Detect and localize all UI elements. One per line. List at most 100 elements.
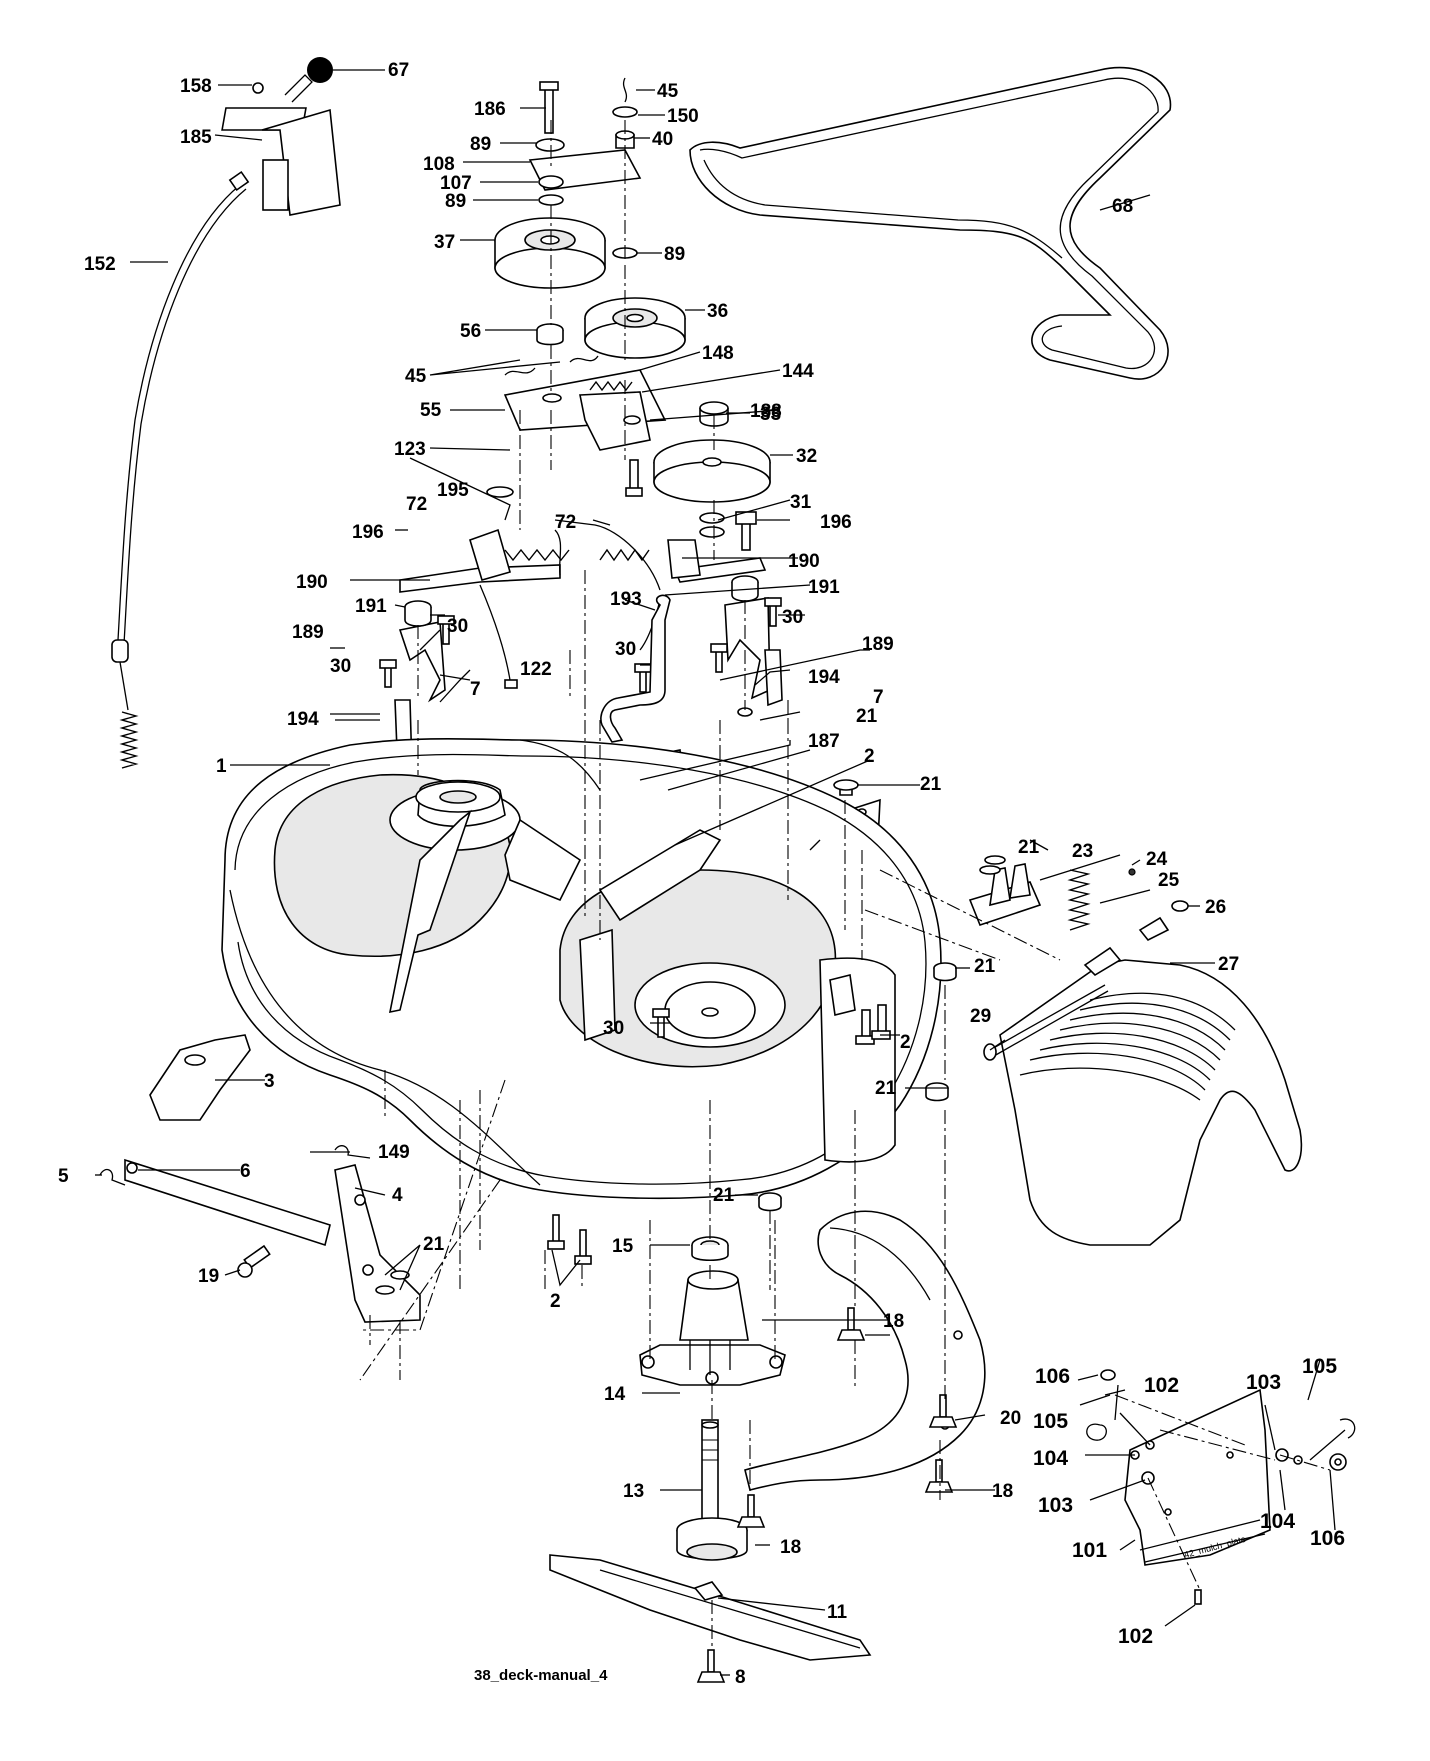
callout-24: 24 — [1146, 849, 1168, 870]
callout-3: 3 — [264, 1071, 275, 1092]
callout-7: 7 — [873, 687, 884, 708]
callout-2: 2 — [900, 1032, 911, 1053]
callout-186: 186 — [474, 99, 506, 120]
front-linkage — [99, 1034, 421, 1323]
callout-29: 29 — [970, 1006, 991, 1027]
callout-195: 195 — [437, 480, 469, 501]
callout-103: 103 — [1246, 1371, 1281, 1394]
callout-30: 30 — [782, 607, 803, 628]
callout-30: 30 — [615, 639, 636, 660]
reference-dot — [307, 57, 333, 83]
callout-37: 37 — [434, 232, 455, 253]
callout-21: 21 — [423, 1234, 445, 1255]
callout-56: 56 — [460, 321, 481, 342]
idler-pulley-stack — [494, 77, 686, 359]
callout-21: 21 — [713, 1185, 735, 1206]
callout-150: 150 — [667, 106, 699, 127]
callout-1: 1 — [216, 756, 227, 777]
callout-108: 108 — [423, 154, 455, 175]
callout-158: 158 — [180, 76, 212, 97]
callout-2: 2 — [550, 1291, 561, 1312]
callout-14: 14 — [604, 1384, 626, 1405]
callout-21: 21 — [875, 1078, 897, 1099]
callout-103: 103 — [1038, 1494, 1073, 1517]
callout-191: 191 — [355, 596, 387, 617]
callout-5: 5 — [58, 1166, 69, 1187]
baffle-plate — [736, 1210, 986, 1528]
callout-68: 68 — [1112, 196, 1133, 217]
callout-144: 144 — [782, 361, 814, 382]
callout-89: 89 — [470, 134, 491, 155]
callout-152: 152 — [84, 254, 116, 275]
tension-arm-right — [486, 486, 767, 651]
belt-guide — [600, 594, 671, 743]
spindle-assembly — [639, 1236, 786, 1561]
callout-36: 36 — [707, 301, 728, 322]
callout-11: 11 — [827, 1602, 848, 1623]
callout-106: 106 — [1310, 1527, 1345, 1550]
callout-104: 104 — [1260, 1510, 1295, 1533]
callout-21: 21 — [920, 774, 942, 795]
callout-72: 72 — [555, 512, 576, 533]
callout-72: 72 — [406, 494, 427, 515]
deck-pulley — [653, 401, 771, 551]
callout-105: 105 — [1302, 1355, 1337, 1378]
diagram-caption: 38_deck-manual_4 — [474, 1667, 608, 1684]
callout-190: 190 — [788, 551, 820, 572]
callout-26: 26 — [1205, 897, 1226, 918]
idler-bracket — [503, 355, 667, 497]
callout-30: 30 — [603, 1018, 624, 1039]
callout-193: 193 — [610, 589, 642, 610]
flange-nuts — [652, 962, 957, 1212]
leader-lines — [95, 69, 1336, 1676]
callout-6: 6 — [240, 1161, 251, 1182]
callout-27: 27 — [1218, 954, 1239, 975]
callout-21: 21 — [1018, 837, 1040, 858]
callout-7: 7 — [470, 679, 481, 700]
callout-55: 55 — [420, 400, 442, 421]
callout-187: 187 — [808, 731, 840, 752]
callout-40: 40 — [652, 129, 673, 150]
drive-belt — [689, 66, 1172, 380]
callout-185: 185 — [180, 127, 212, 148]
callout-20: 20 — [1000, 1408, 1021, 1429]
callout-45: 45 — [405, 366, 427, 387]
callout-122: 122 — [520, 659, 552, 680]
tension-arm-left — [399, 528, 570, 689]
callout-18: 18 — [883, 1311, 904, 1332]
callout-45: 45 — [657, 81, 679, 102]
callout-4: 4 — [392, 1185, 403, 1206]
mower-blade — [549, 1554, 872, 1683]
callout-102: 102 — [1118, 1625, 1153, 1648]
callout-18: 18 — [992, 1481, 1013, 1502]
callout-32: 32 — [796, 446, 817, 467]
callout-148: 148 — [702, 343, 734, 364]
callout-2: 2 — [864, 746, 875, 767]
callout-13: 13 — [623, 1481, 644, 1502]
callout-19: 19 — [198, 1266, 219, 1287]
callout-188: 188 — [750, 401, 782, 422]
hex-bolts — [547, 1214, 592, 1265]
assembly-lines — [359, 120, 1331, 1650]
callout-25: 25 — [1158, 870, 1180, 891]
callout-123: 123 — [394, 439, 426, 460]
callout-21: 21 — [856, 706, 878, 727]
callout-67: 67 — [388, 60, 409, 81]
callout-101: 101 — [1072, 1539, 1107, 1562]
callout-107: 107 — [440, 173, 472, 194]
callout-labels: 67 158 185 152 186 89 108 107 89 37 56 4… — [58, 60, 1345, 1688]
callout-31: 31 — [790, 492, 812, 513]
callout-18: 18 — [780, 1537, 801, 1558]
callout-149: 149 — [378, 1142, 410, 1163]
callout-196: 196 — [352, 522, 384, 543]
lift-cable-assembly — [111, 74, 341, 769]
callout-190: 190 — [296, 572, 328, 593]
callout-102: 102 — [1144, 1374, 1179, 1397]
callout-89: 89 — [445, 191, 466, 212]
callout-194: 194 — [287, 709, 319, 730]
callout-23: 23 — [1072, 841, 1093, 862]
callout-104: 104 — [1033, 1447, 1068, 1470]
callout-15: 15 — [612, 1236, 634, 1257]
hanger-brackets — [379, 575, 783, 780]
